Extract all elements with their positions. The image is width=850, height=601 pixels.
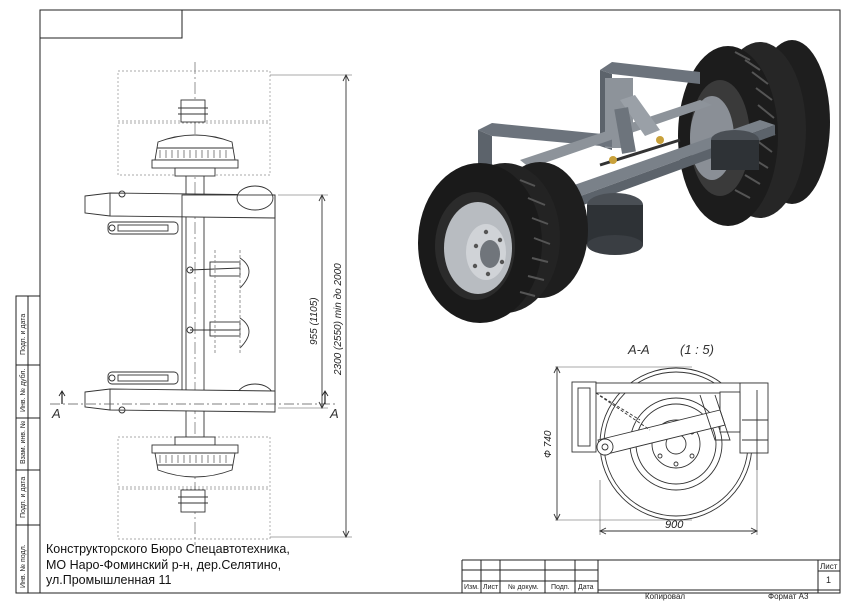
format-label: Формат А3 [768, 592, 809, 601]
section-title: A-A [627, 342, 650, 357]
col-doc: № докум. [508, 584, 539, 591]
col-izm: Изм. [464, 584, 479, 591]
title-block: Изм. Лист № докум. Подп. Дата Лист 1 Коп… [461, 559, 840, 601]
stamp-label-4: Подп. и дата [20, 477, 27, 518]
top-left-stamp-box [39, 9, 183, 39]
section-view [553, 365, 769, 535]
col-list: Лист [483, 584, 499, 591]
company-line-3: ул.Промышленная 11 [46, 573, 172, 587]
stamp-label-2: Инв. № дубл. [19, 369, 27, 412]
stamp-label-1: Подп. и дата [20, 314, 27, 355]
sheet-label: Лист [820, 562, 838, 571]
lower-rail [84, 371, 276, 414]
dim-width: 900 [665, 519, 684, 531]
top-hub [151, 99, 239, 177]
bottom-hub [151, 436, 239, 513]
middle-shocks [186, 250, 250, 355]
sheet-number: 1 [826, 575, 831, 585]
section-mark-right: A [329, 406, 339, 421]
col-sign: Подп. [551, 584, 570, 591]
dim-2300: 2300 (2550) min до 2000 [333, 263, 344, 376]
company-line-1: Конструкторского Бюро Спецавтотехника, [46, 542, 290, 556]
stamp-label-5: Инв. № подл. [20, 544, 27, 588]
col-date: Дата [578, 584, 594, 591]
upper-rail [84, 190, 276, 235]
company-line-2: МО Наро-Фоминский р-н, дер.Селятино, [46, 557, 282, 572]
copied-by: Копировал [645, 592, 685, 601]
side-stamp: Подп. и дата Инв. № дубл. Взам. инв. № П… [15, 295, 41, 594]
isometric-view [418, 40, 830, 323]
front-wheel-pair [418, 162, 588, 323]
stamp-label-3: Взам. инв. № [20, 421, 27, 464]
section-scale: (1 : 5) [680, 342, 714, 357]
company-address: Конструкторского Бюро Спецавтотехника, М… [46, 542, 346, 589]
dim-diameter: Ф 740 [543, 430, 554, 458]
dim-955: 955 (1105) [309, 297, 320, 345]
top-view [50, 62, 352, 545]
section-mark-left: A [51, 406, 61, 421]
